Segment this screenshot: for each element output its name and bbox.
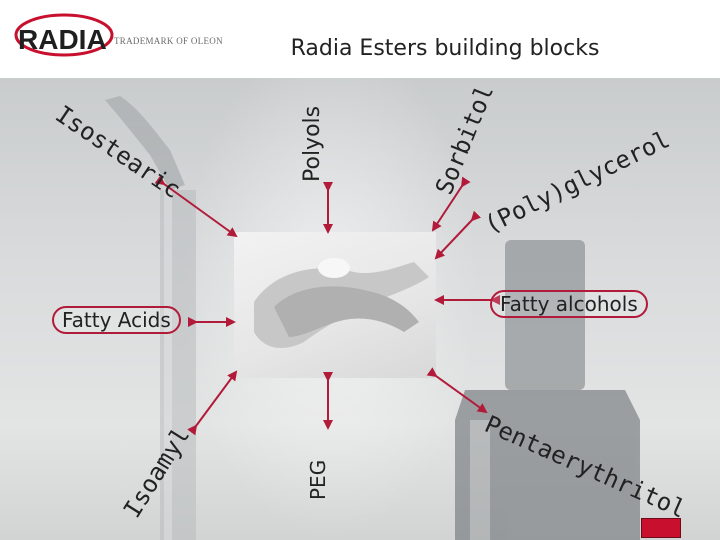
label-fatty-acids: Fatty Acids: [52, 306, 181, 334]
bottle-icon: [455, 240, 640, 540]
nav-square-button[interactable]: [641, 518, 681, 538]
radia-logo: RADIA: [18, 24, 107, 55]
arrow-pentaerythritol: [426, 367, 488, 414]
page-title: Radia Esters building blocks: [290, 36, 600, 61]
hands-photo: [234, 232, 436, 378]
logo-swoosh-icon: [14, 13, 114, 57]
mascara-brush-icon: [105, 96, 196, 540]
header-bar: RADIA TRADEMARK OF OLEON Radia Esters bu…: [0, 0, 720, 78]
label-fatty-alcohols: Fatty alcohols: [490, 290, 648, 318]
arrow-isostearic: [154, 175, 238, 238]
arrow-isoamyl: [187, 370, 238, 436]
hands-icon: [254, 258, 429, 348]
label-polyols: Polyols: [300, 105, 325, 182]
arrow-polyglycerol: [434, 210, 482, 260]
label-peg: PEG: [306, 459, 330, 500]
trademark-text: TRADEMARK OF OLEON: [114, 36, 223, 46]
